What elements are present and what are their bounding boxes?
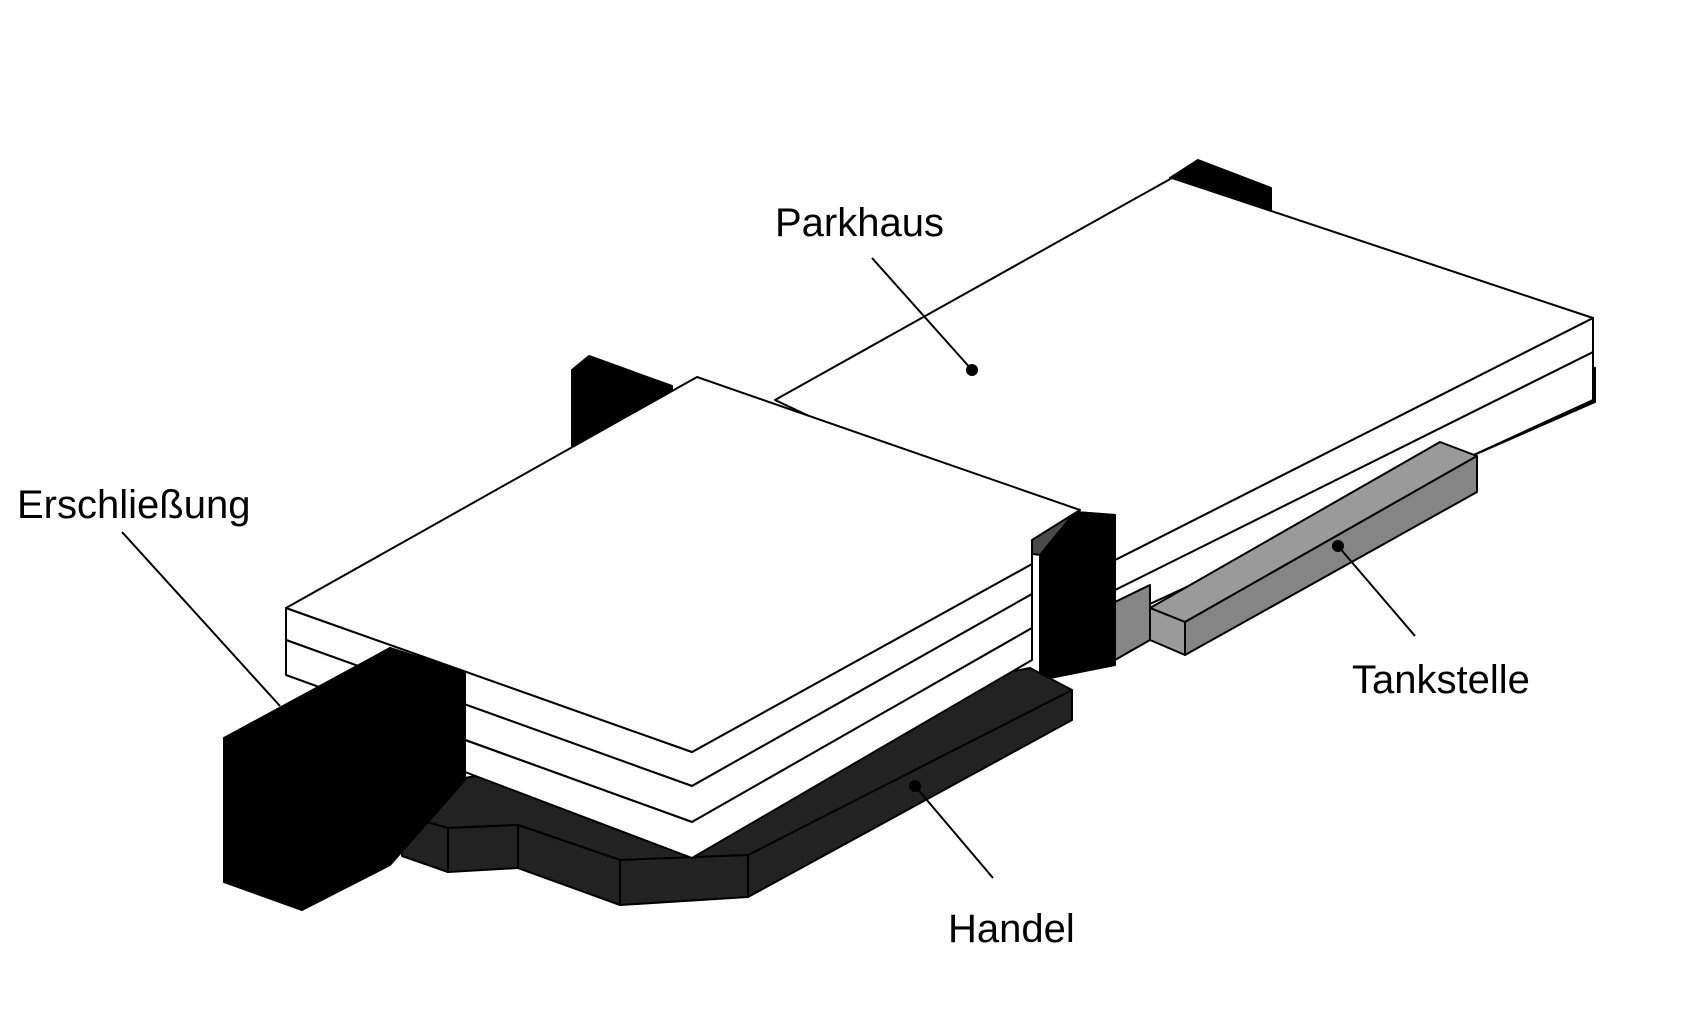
- parkhaus-leader: [871, 257, 973, 371]
- label-tankstelle: Tankstelle: [1352, 658, 1530, 702]
- label-handel: Handel: [948, 907, 1075, 951]
- front-tower-top: [223, 647, 391, 739]
- label-erschliessung: Erschließung: [17, 483, 250, 527]
- label-parkhaus: Parkhaus: [775, 201, 944, 245]
- handel-front-b: [447, 824, 519, 873]
- front-tower-left: [223, 647, 391, 911]
- handel-front-d: [619, 854, 749, 906]
- tankstelle-leader: [1337, 545, 1416, 637]
- tankstelle-block: [1114, 441, 1478, 661]
- front-tower-right: [389, 647, 466, 866]
- erschliessung-front-tower: [223, 647, 466, 911]
- handel-leader: [914, 785, 994, 879]
- parkhaus-dot: [966, 364, 978, 376]
- middle-core-face: [1039, 511, 1116, 681]
- main-top: [285, 376, 1081, 753]
- erschliessung-leader: [121, 531, 281, 707]
- tankstelle-left: [1149, 607, 1186, 656]
- handel-dot: [909, 780, 921, 792]
- tankstelle-dot: [1332, 540, 1344, 552]
- handel-front-e: [747, 689, 1073, 898]
- callouts: [121, 257, 1416, 879]
